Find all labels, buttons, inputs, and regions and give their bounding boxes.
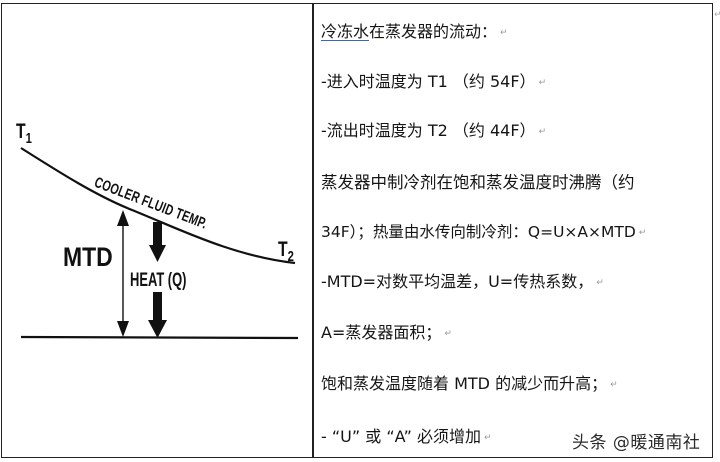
diagram-svg bbox=[20, 147, 299, 340]
t2-label: T2 bbox=[278, 238, 294, 265]
t1-label: T1 bbox=[16, 120, 32, 147]
text-line-boiling: 蒸发器中制冷剂在饱和蒸发温度时沸腾（约 bbox=[321, 173, 635, 192]
text-line-heading: 冷冻水在蒸发器的流动：↵ bbox=[321, 22, 508, 43]
content-table bbox=[1, 3, 713, 458]
return-mark-icon: ↵ bbox=[638, 227, 647, 238]
text-line-area-definition: A=蒸发器面积；↵ bbox=[321, 323, 452, 342]
heat-arrow-lower-head-icon bbox=[148, 320, 167, 338]
mtd-arrow-down-icon bbox=[117, 321, 129, 337]
heat-q-label: HEAT (Q) bbox=[130, 270, 187, 291]
return-mark-icon: ↵ bbox=[596, 277, 604, 288]
return-mark-icon: ↵ bbox=[538, 126, 547, 137]
heading-underlined-term: 冷冻水 bbox=[321, 22, 370, 41]
text-line-heat-equation: 34F）；热量由水传向制冷剂：Q=U×A×MTD↵ bbox=[321, 223, 647, 241]
heat-arrow-upper-head-icon bbox=[149, 245, 166, 262]
mtd-label: MTD bbox=[63, 242, 113, 272]
refrigerant-temp-baseline bbox=[20, 335, 299, 340]
return-mark-icon: ↵ bbox=[610, 379, 618, 390]
return-mark-icon: ↵ bbox=[714, 10, 720, 20]
heat-arrow-upper-shaft bbox=[153, 222, 162, 248]
mtd-arrow-up-icon bbox=[117, 210, 129, 226]
return-mark-icon: ↵ bbox=[483, 432, 492, 443]
text-line-saturation: 饱和蒸发温度随着 MTD 的减少而升高；↵ bbox=[321, 374, 618, 393]
text-line-mtd-definition: -MTD=对数平均温差，U=传热系数，↵ bbox=[321, 272, 604, 291]
return-mark-icon: ↵ bbox=[500, 27, 508, 38]
text-line-u-or-a: - “U” 或 “A” 必须增加↵ bbox=[321, 427, 492, 446]
watermark: 头条 @暖通南社 bbox=[572, 433, 701, 453]
return-mark-icon: ↵ bbox=[538, 77, 547, 88]
cooler-fluid-temp-curve bbox=[20, 147, 296, 265]
text-line-inlet-temp: -进入时温度为 T1 （约 54F）↵ bbox=[321, 72, 547, 91]
evaporator-mtd-diagram: T1 T2 COOLER FLUID TEMP. MTD HEAT (Q) bbox=[2, 4, 312, 456]
return-mark-icon: ↵ bbox=[444, 328, 452, 339]
text-line-outlet-temp: -流出时温度为 T2 （约 44F）↵ bbox=[321, 121, 547, 140]
table-column-divider bbox=[312, 3, 314, 458]
heading-rest: 在蒸发器的流动： bbox=[369, 22, 498, 41]
description-cell: 冷冻水在蒸发器的流动：↵ -进入时温度为 T1 （约 54F）↵ -流出时温度为… bbox=[315, 4, 711, 456]
heat-arrow-lower-shaft bbox=[153, 292, 162, 324]
